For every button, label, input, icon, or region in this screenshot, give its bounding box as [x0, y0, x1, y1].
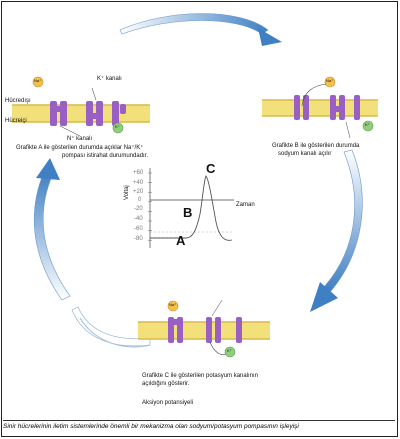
- na-ion-c: [167, 300, 179, 312]
- membrane-panel-a: [12, 76, 150, 137]
- k-ion-b: [362, 120, 374, 132]
- membrane-panel-c: [138, 299, 270, 358]
- graph-xlabel: Zaman: [236, 202, 255, 208]
- ytick-label: -40: [134, 216, 143, 222]
- channel-c-a: [112, 101, 126, 126]
- na-ion-b: [324, 76, 336, 88]
- panel-b-caption-2: sodyum kanalı açılır: [278, 151, 332, 157]
- panel-a-caption-2: pompası istirahat durumundadır.: [62, 153, 149, 159]
- figure-caption: Sinir hücrelerinin iletim sistemlerinde …: [3, 420, 395, 430]
- intracellular-label: Hücreiçi: [5, 118, 27, 124]
- ytick-label: 0: [138, 197, 142, 203]
- action-potential-curve: [150, 175, 233, 241]
- na-channel-a: [50, 101, 67, 126]
- extracellular-label: Hücredışı: [5, 98, 31, 104]
- ytick-label: +60: [133, 170, 144, 176]
- k-ion-a-label: K⁺: [115, 124, 120, 129]
- panel-b-caption-1: Grafikte B ile gösterilen durumda: [272, 143, 360, 149]
- ytick-label: +40: [133, 180, 144, 186]
- panel-c-caption-2: açıldığını gösterir.: [142, 381, 190, 387]
- ytick-label: -80: [134, 236, 143, 242]
- k-ion-b-label: K⁺: [365, 122, 370, 127]
- ytick-label: -60: [134, 226, 143, 232]
- cycle-arrow-top: [119, 13, 282, 46]
- graph-point-b: B: [183, 205, 193, 220]
- ytick-label: -20: [134, 206, 143, 212]
- graph-point-a: A: [176, 233, 186, 248]
- cycle-arrow-bottom: [71, 306, 151, 348]
- k-channel-label: K⁺ kanalı: [97, 76, 122, 82]
- cycle-arrow-left: [33, 158, 71, 301]
- cycle-arrow-right: [310, 149, 363, 312]
- na-channel-b: [294, 95, 300, 120]
- na-ion-c-label: Na⁺: [169, 302, 177, 307]
- panel-c-caption-1: Grafikte C ile gösterilen potasyum kanal…: [142, 373, 259, 379]
- k-channel-c: [206, 317, 212, 343]
- panel-a-caption-1: Grafikte A ile gösterilen durumda açıkla…: [16, 145, 144, 151]
- panel-c-caption-3: Aksiyon potansiyeli: [142, 400, 194, 406]
- na-ion-b-label: Na⁺: [326, 78, 334, 83]
- k-channel-a: [86, 101, 103, 126]
- na-ion-a-label: Na⁺: [34, 78, 42, 83]
- membrane-panel-b: [262, 76, 378, 139]
- action-potential-graph: [148, 168, 234, 248]
- graph-point-c: C: [206, 161, 216, 176]
- ytick-label: +20: [133, 189, 144, 195]
- k-ion-a: [112, 122, 124, 134]
- k-channel-b: [330, 95, 336, 120]
- k-ion-c-label: K⁺: [227, 348, 232, 353]
- na-channel-label: N⁺ kanalı: [67, 136, 93, 142]
- k-ion-c: [224, 346, 236, 358]
- graph-ylabel: Voltaj: [124, 185, 130, 200]
- na-ion-a: [32, 76, 44, 88]
